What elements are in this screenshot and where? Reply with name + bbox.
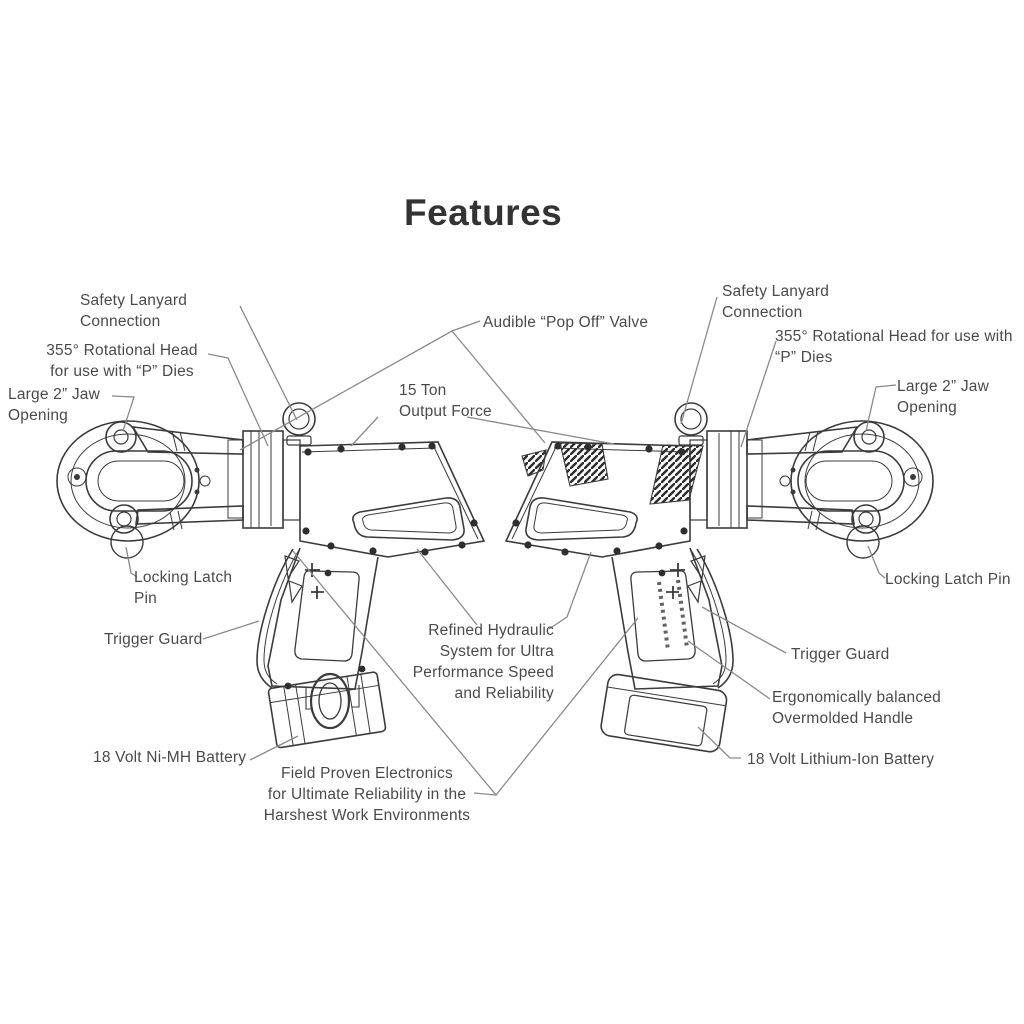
leader-large-jaw-right [865,384,897,432]
label-lithium-ion-battery: 18 Volt Lithium-Ion Battery [747,751,935,768]
leader-large-jaw-left [111,395,135,432]
label-15-ton-output-force: 15 Ton Output Force [399,382,492,420]
label-safety-lanyard-connection-left: Safety Lanyard Connection [80,292,188,330]
label-rotational-head-right: 355° Rotational Head for use with “P” Di… [775,328,1013,366]
label-large-jaw-opening-left: Large 2” Jaw Opening [8,386,101,424]
nimh-battery-drawing [267,665,387,749]
label-locking-latch-pin-left: Locking Latch Pin [134,569,233,607]
leader-safety-lanyard-left [239,305,298,421]
lithium-battery-drawing [600,673,728,753]
label-rotational-head-left: 355° Rotational Head for use with “P” Di… [46,342,198,380]
leader-output-force-left [350,416,379,447]
leader-pop-off-right [451,330,546,444]
leader-refined-hydraulic-right [548,551,592,630]
leader-trigger-guard-right [701,606,787,654]
leader-field-proven-right [495,617,639,796]
label-field-proven-electronics: Field Proven Electronics for Ultimate Re… [263,765,471,824]
leader-refined-hydraulic-left [416,548,478,626]
label-large-jaw-opening-right: Large 2” Jaw Opening [897,378,990,416]
leader-locking-latch-left [125,546,138,578]
grip-hatch-panels [521,442,704,505]
leader-trigger-guard-left [202,620,260,640]
page-title: Features [404,192,563,233]
leader-output-force-right [466,416,615,445]
leader-safety-lanyard-right [680,296,718,425]
leader-locking-latch-right [867,545,886,579]
leader-nimh-battery [249,735,299,761]
label-locking-latch-pin-right: Locking Latch Pin [885,571,1011,588]
leader-rotational-head-right [740,340,777,448]
label-ergonomic-overmolded-handle: Ergonomically balanced Overmolded Handle [772,689,941,727]
leader-lines [111,296,897,796]
label-trigger-guard-left: Trigger Guard [104,631,203,648]
left-tool-drawing [56,402,485,749]
label-refined-hydraulic-system: Refined Hydraulic System for Ultra Perfo… [412,622,554,702]
right-tool-drawing [505,402,934,753]
leader-rotational-head-left [207,353,269,447]
label-safety-lanyard-connection-right: Safety Lanyard Connection [722,283,830,321]
label-trigger-guard-right: Trigger Guard [791,646,890,663]
leader-lithium-battery [697,726,741,759]
label-nimh-battery: 18 Volt Ni-MH Battery [93,749,247,766]
label-audible-pop-off-valve: Audible “Pop Off” Valve [483,314,649,331]
leader-ergonomic-handle [687,640,771,700]
